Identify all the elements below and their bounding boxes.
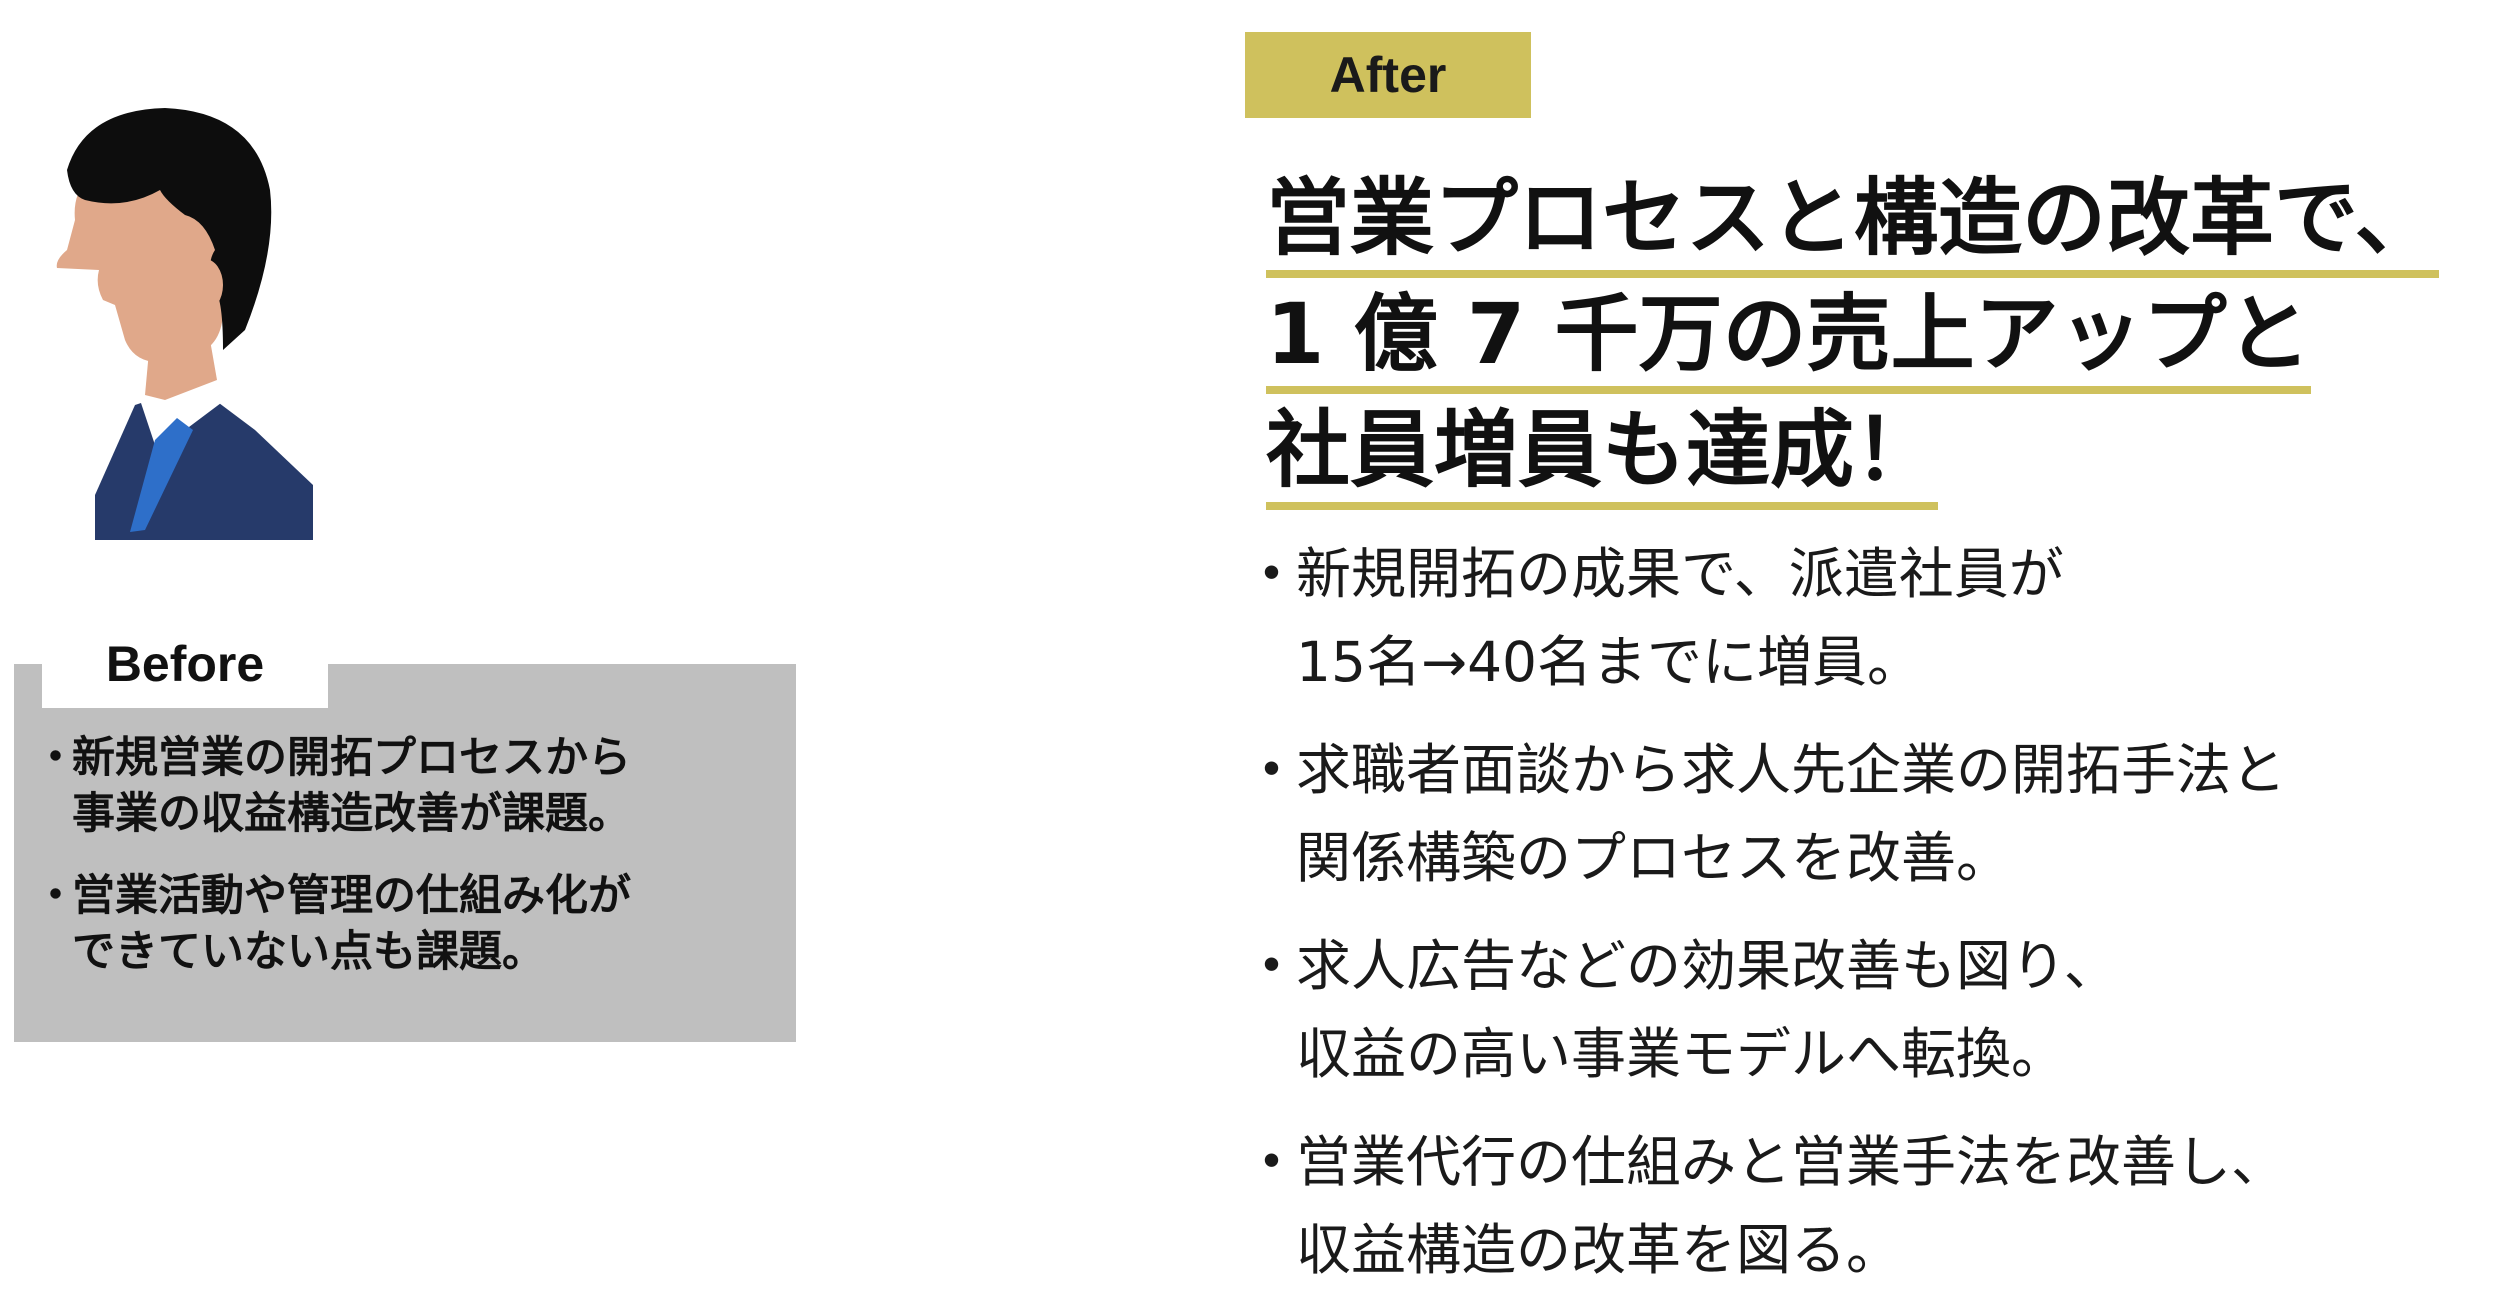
before-issue-item: 新規営業の開拓プロセスから 事業の収益構造改善が課題。 — [34, 730, 788, 842]
after-result-item: 求職者面談から求人先企業の開拓手法と 関係構築のプロセスを改善。 — [1244, 726, 2466, 902]
before-issue-item: 営業活動や管理の仕組み化が できていない点も課題。 — [34, 868, 788, 980]
after-result-item: 新規開拓の成果で、派遣社員が 15名→40名までに増員。 — [1244, 530, 2466, 706]
before-tab-label: Before — [42, 626, 328, 708]
headline-line: 社員増員も達成！ — [1266, 400, 1939, 510]
after-result-list: 新規開拓の成果で、派遣社員が 15名→40名までに増員。 求職者面談から求人先企… — [1244, 530, 2466, 1314]
before-issue-list: 新規営業の開拓プロセスから 事業の収益構造改善が課題。 営業活動や管理の仕組み化… — [34, 730, 788, 1006]
headline-line: 営業プロセスと構造の改革で、 — [1266, 168, 2439, 278]
after-result-item: 求人広告などの効果改善も図り、 収益の高い事業モデルへ転換。 — [1244, 922, 2466, 1098]
after-tag-label: After — [1245, 32, 1531, 118]
after-headline: 営業プロセスと構造の改革で、 1 億 7 千万の売上アップと 社員増員も達成！ — [1266, 168, 2486, 516]
headline-line: 1 億 7 千万の売上アップと — [1266, 284, 2311, 394]
businessman-avatar-icon — [56, 108, 313, 540]
after-result-item: 営業代行の仕組みと営業手法を改善し、 収益構造の改革を図る。 — [1244, 1118, 2466, 1294]
